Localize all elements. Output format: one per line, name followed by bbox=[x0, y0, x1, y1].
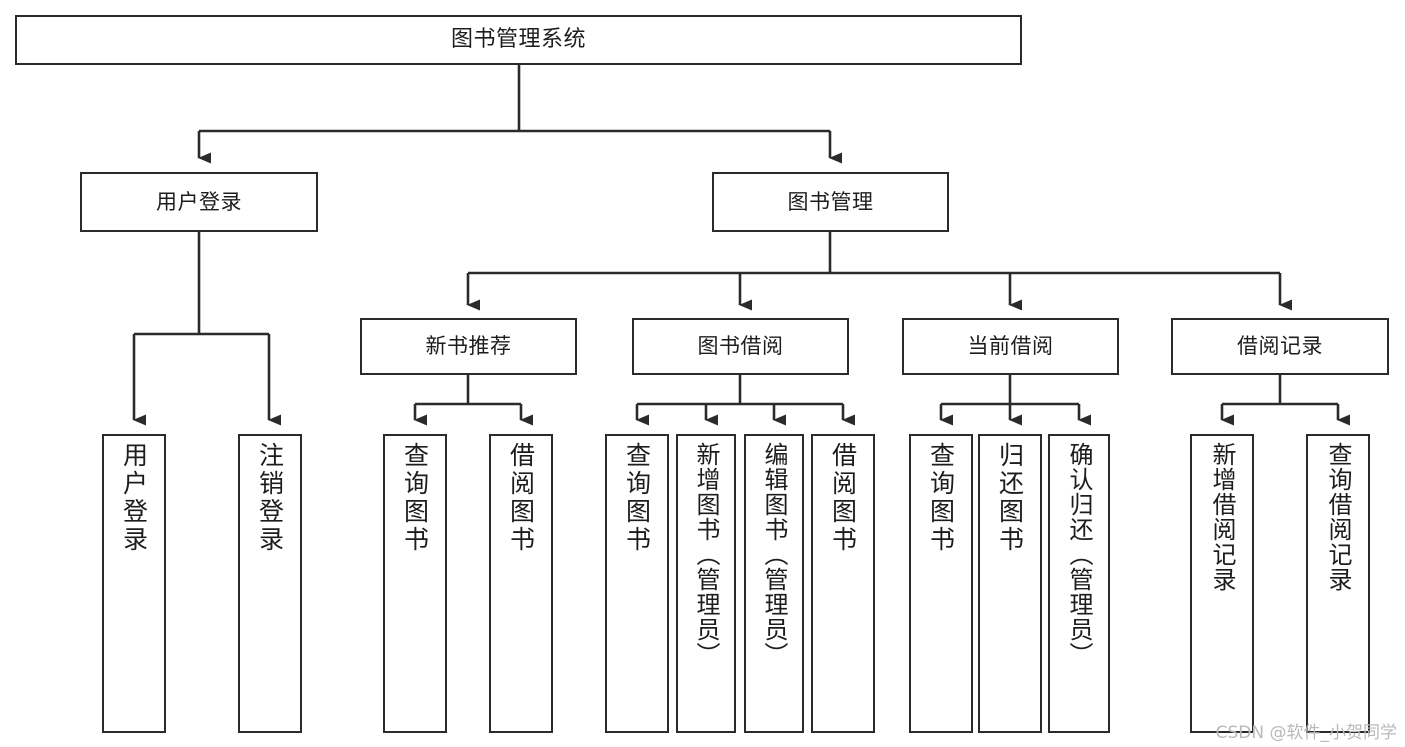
node-leaf-borrow-book-2[interactable]: 借阅图书 bbox=[811, 434, 875, 733]
node-label: 图书管理系统 bbox=[450, 27, 586, 53]
node-leaf-query-book-3[interactable]: 查询图书 bbox=[909, 434, 973, 733]
node-leaf-borrow-book-1[interactable]: 借阅图书 bbox=[489, 434, 553, 733]
node-label: 用户登录 bbox=[119, 442, 149, 554]
node-leaf-query-book-2[interactable]: 查询图书 bbox=[605, 434, 669, 733]
node-leaf-query-book-1[interactable]: 查询图书 bbox=[383, 434, 447, 733]
node-root-system[interactable]: 图书管理系统 bbox=[15, 15, 1022, 65]
node-label: 查询图书 bbox=[926, 442, 956, 554]
node-label: 借阅图书 bbox=[506, 442, 536, 554]
csdn-watermark: CSDN @软件_小贺同学 bbox=[1215, 723, 1397, 743]
node-label: 图书管理 bbox=[787, 189, 874, 214]
node-label: 当前借阅 bbox=[967, 334, 1054, 359]
node-label: 用户登录 bbox=[156, 189, 242, 214]
node-label: 查询图书 bbox=[622, 442, 652, 554]
node-user-login[interactable]: 用户登录 bbox=[80, 172, 318, 232]
node-book-borrow[interactable]: 图书借阅 bbox=[632, 318, 849, 375]
node-leaf-confirm-return[interactable]: 确认归还（管理员） bbox=[1048, 434, 1110, 733]
node-label: 新书推荐 bbox=[425, 334, 512, 359]
node-leaf-user-login[interactable]: 用户登录 bbox=[102, 434, 166, 733]
node-leaf-edit-book[interactable]: 编辑图书（管理员） bbox=[744, 434, 804, 733]
node-label: 查询借阅记录 bbox=[1324, 442, 1352, 592]
node-book-manage[interactable]: 图书管理 bbox=[712, 172, 949, 232]
node-label: 注销登录 bbox=[255, 442, 285, 554]
node-label: 图书借阅 bbox=[697, 334, 784, 359]
node-leaf-add-record[interactable]: 新增借阅记录 bbox=[1190, 434, 1254, 733]
node-label: 新增借阅记录 bbox=[1208, 442, 1236, 592]
node-label: 借阅记录 bbox=[1237, 334, 1323, 359]
node-current-borrow[interactable]: 当前借阅 bbox=[902, 318, 1119, 375]
node-borrow-record[interactable]: 借阅记录 bbox=[1171, 318, 1389, 375]
node-new-book-recommend[interactable]: 新书推荐 bbox=[360, 318, 577, 375]
node-leaf-return-book[interactable]: 归还图书 bbox=[978, 434, 1042, 733]
node-leaf-query-record[interactable]: 查询借阅记录 bbox=[1306, 434, 1370, 733]
node-label: 编辑图书（管理员） bbox=[760, 442, 788, 667]
node-label: 查询图书 bbox=[400, 442, 430, 554]
node-leaf-logout-login[interactable]: 注销登录 bbox=[238, 434, 302, 733]
node-label: 新增图书（管理员） bbox=[692, 442, 720, 667]
node-label: 确认归还（管理员） bbox=[1065, 442, 1093, 667]
node-leaf-add-book[interactable]: 新增图书（管理员） bbox=[676, 434, 736, 733]
node-label: 借阅图书 bbox=[828, 442, 858, 554]
node-label: 归还图书 bbox=[995, 442, 1025, 554]
